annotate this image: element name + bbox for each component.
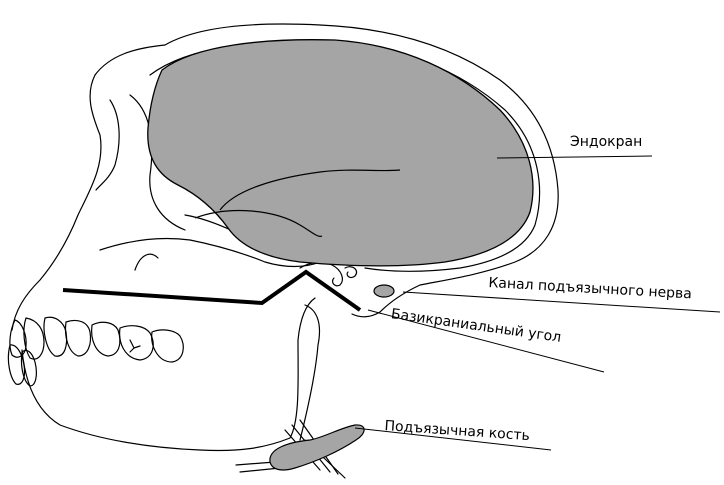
endocranium-shape xyxy=(148,40,533,266)
cheek-notch xyxy=(135,254,158,270)
mandible-ramus xyxy=(300,305,319,440)
basicranial-angle-line xyxy=(63,272,360,310)
mandible-outline xyxy=(22,298,315,451)
occipital-condyle xyxy=(345,267,357,278)
hypoglossal-canal-shape xyxy=(374,285,394,297)
hyoid-bone-shape xyxy=(270,425,364,470)
label-endocranium: Эндокран xyxy=(570,134,642,150)
brow-ridge xyxy=(96,100,119,190)
teeth xyxy=(8,317,183,386)
